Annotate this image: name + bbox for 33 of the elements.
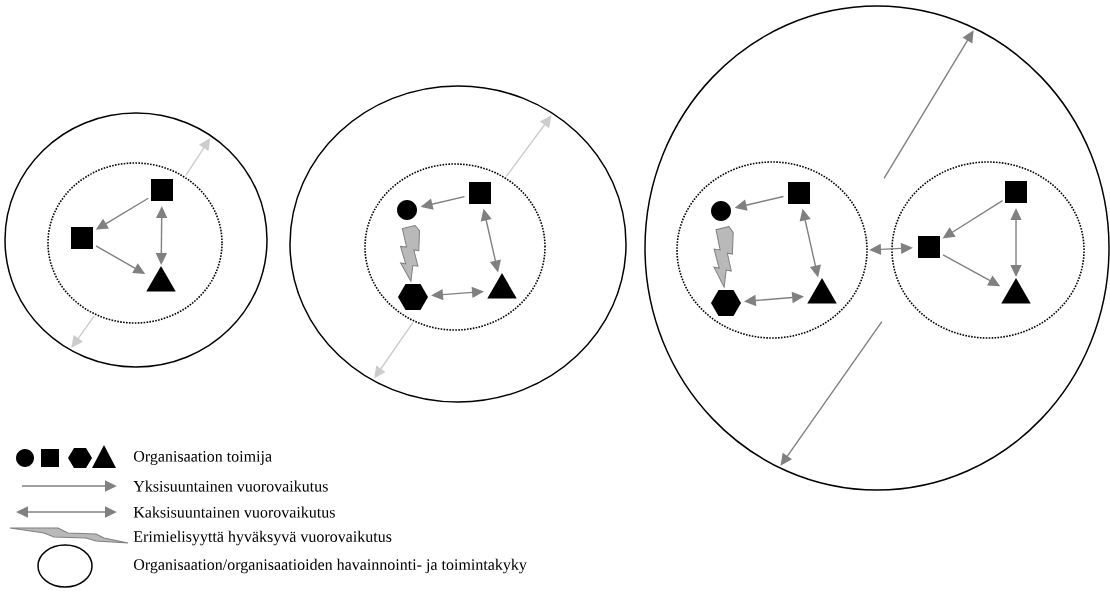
hexagon-symbol <box>398 284 428 310</box>
hexagon-symbol <box>711 290 741 316</box>
legend-text: Organisaation toimija <box>133 451 272 466</box>
circle-symbol <box>397 200 417 220</box>
legend-text: Kaksisuuntainen vuorovaikutus <box>133 506 335 518</box>
ellipse <box>644 5 1110 491</box>
ellipse <box>4 112 268 368</box>
legend-text: Erimielisyyttä hyväksyvä vuorovaikutus <box>133 530 392 546</box>
lightning-bolt <box>713 226 734 288</box>
arrow <box>505 115 552 178</box>
dotted-ellipse <box>364 163 546 331</box>
square-symbol <box>918 236 940 258</box>
triangle-symbol <box>807 278 837 304</box>
square-symbol <box>151 179 173 201</box>
square-symbol <box>71 227 93 249</box>
triangle-symbol <box>487 273 517 299</box>
legend-text: Organisaation/organisaatioiden havainnointi- ja toimintakyky <box>133 558 527 574</box>
square-symbol <box>788 182 810 204</box>
dotted-ellipse <box>891 161 1085 339</box>
square-symbol <box>1005 181 1027 203</box>
triangle-symbol <box>146 266 176 292</box>
dotted-ellipse <box>676 161 868 339</box>
dotted-ellipse <box>47 162 223 324</box>
arrow <box>869 242 913 256</box>
triangle-symbol <box>1001 278 1031 304</box>
lightning-bolt <box>400 225 420 282</box>
arrow <box>431 286 484 301</box>
square-symbol <box>469 182 491 204</box>
circle-symbol <box>711 201 731 221</box>
arrow <box>780 320 883 466</box>
arrow <box>883 30 974 179</box>
ellipse <box>289 85 627 403</box>
legend-text: Yksisuuntainen vuorovaikutus <box>133 480 328 492</box>
